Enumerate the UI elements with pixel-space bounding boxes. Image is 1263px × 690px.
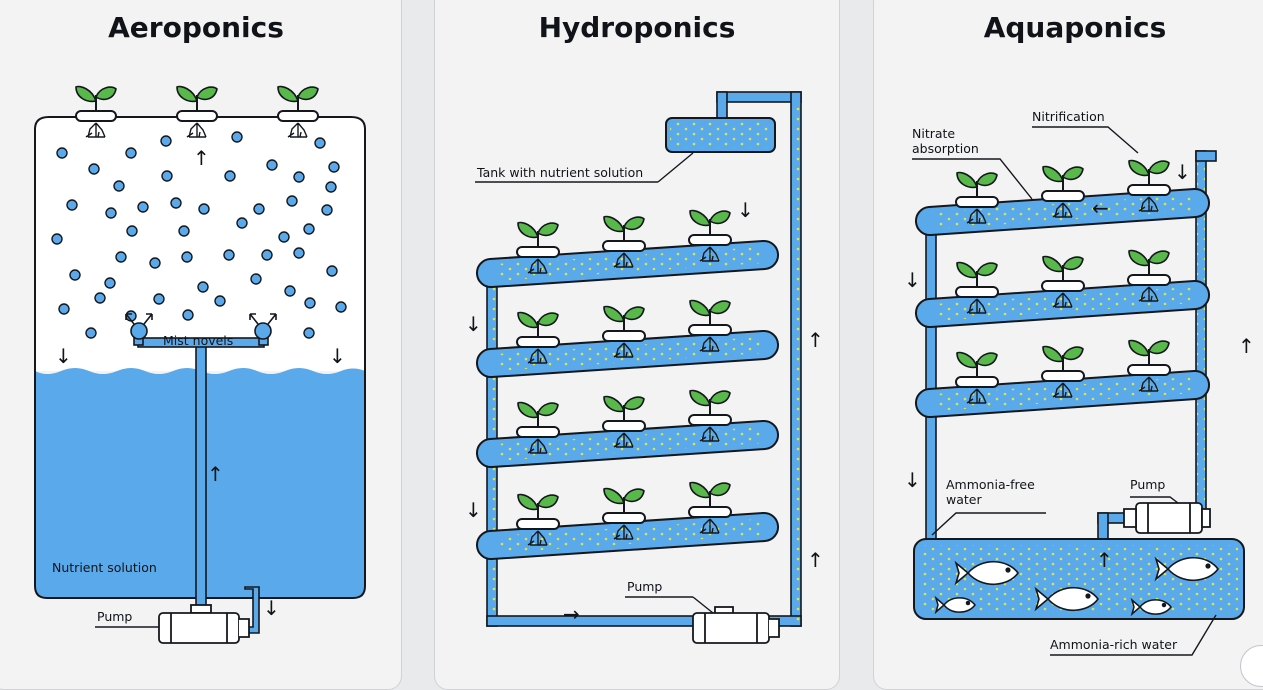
plant-icon (603, 215, 645, 242)
grow-tube (914, 339, 1211, 419)
grow-tube (475, 481, 780, 561)
plant-icon (176, 85, 218, 138)
plant-icon (689, 299, 731, 326)
plant-icon (517, 401, 559, 428)
plant-icon (1042, 345, 1084, 372)
pump-label: Pump (627, 579, 662, 594)
down-arrow: ↓ (465, 312, 482, 336)
fish-tank (913, 538, 1245, 620)
grow-tube (475, 299, 780, 379)
tank-label: Tank with nutrient solution (476, 165, 643, 180)
plant-icon (603, 305, 645, 332)
grow-tube (475, 389, 780, 469)
aeroponics-panel: Aeroponics (0, 0, 402, 690)
up-arrow: ↑ (807, 548, 824, 572)
plant-icon (517, 221, 559, 248)
ammonia-free-label-2: water (946, 492, 982, 507)
grow-tube (475, 209, 780, 289)
down-arrow: ↓ (737, 198, 754, 222)
aquaponics-diagram: Nitrate absorption Nitrification Ammonia… (904, 109, 1255, 656)
left-arrow: ← (1092, 196, 1109, 220)
plant-icon (1042, 165, 1084, 192)
panel-title: Hydroponics (538, 11, 736, 44)
plant-icon (277, 85, 319, 138)
plant-icon (517, 311, 559, 338)
up-arrow: ↑ (1238, 334, 1255, 358)
plant-icon (603, 487, 645, 514)
plant-icon (1128, 339, 1170, 366)
plant-icon (956, 351, 998, 378)
pump-label: Pump (97, 609, 132, 624)
nutrient-solution-label: Nutrient solution (52, 560, 157, 575)
aquaponics-panel: Aquaponics (873, 0, 1263, 690)
down-arrow: ↓ (329, 344, 346, 368)
up-arrow: ↑ (207, 462, 224, 486)
aeroponics-diagram: Mist novels Nutrient solution ↑ ↓ ↓ ↑ ↓ … (34, 85, 366, 644)
hydroponics-panel: Hydroponics Tank with nutrient solution (434, 0, 840, 690)
down-arrow: ↓ (904, 268, 921, 292)
plant-icon (1128, 249, 1170, 276)
plant-icon (1042, 255, 1084, 282)
up-arrow: ↑ (1096, 548, 1113, 572)
pump-icon (158, 604, 250, 644)
down-arrow: ↓ (263, 596, 280, 620)
pump-label: Pump (1130, 477, 1165, 492)
right-arrow: → (563, 602, 580, 626)
plant-icon (689, 209, 731, 236)
up-arrow: ↑ (193, 146, 210, 170)
nitrification-label: Nitrification (1032, 109, 1105, 124)
plant-icon (75, 85, 117, 138)
mist-nozzle-icon (249, 313, 277, 340)
panel-title: Aeroponics (108, 11, 284, 44)
mist-nozzle-icon (125, 313, 153, 340)
pump-icon (692, 606, 780, 644)
hydroponics-diagram: Tank with nutrient solution (465, 91, 824, 644)
pump-icon (1123, 502, 1211, 534)
down-arrow: ↓ (465, 498, 482, 522)
plant-icon (603, 395, 645, 422)
up-arrow: ↑ (807, 328, 824, 352)
grow-tube (914, 249, 1211, 329)
plant-icon (956, 171, 998, 198)
down-arrow: ↓ (904, 468, 921, 492)
mist-label: Mist novels (163, 333, 233, 348)
ammonia-rich-label: Ammonia-rich water (1050, 637, 1178, 652)
grow-tube (914, 159, 1211, 237)
ammonia-free-label: Ammonia-free (946, 477, 1035, 492)
plant-icon (956, 261, 998, 288)
panel-title: Aquaponics (983, 11, 1167, 44)
down-arrow: ↓ (1174, 160, 1191, 184)
nitrate-label-2: absorption (912, 141, 979, 156)
plant-icon (689, 389, 731, 416)
plant-icon (689, 481, 731, 508)
down-arrow: ↓ (55, 344, 72, 368)
nutrient-tank (665, 117, 776, 153)
plant-icon (1128, 159, 1170, 186)
nitrate-label: Nitrate (912, 126, 955, 141)
plant-icon (517, 493, 559, 520)
